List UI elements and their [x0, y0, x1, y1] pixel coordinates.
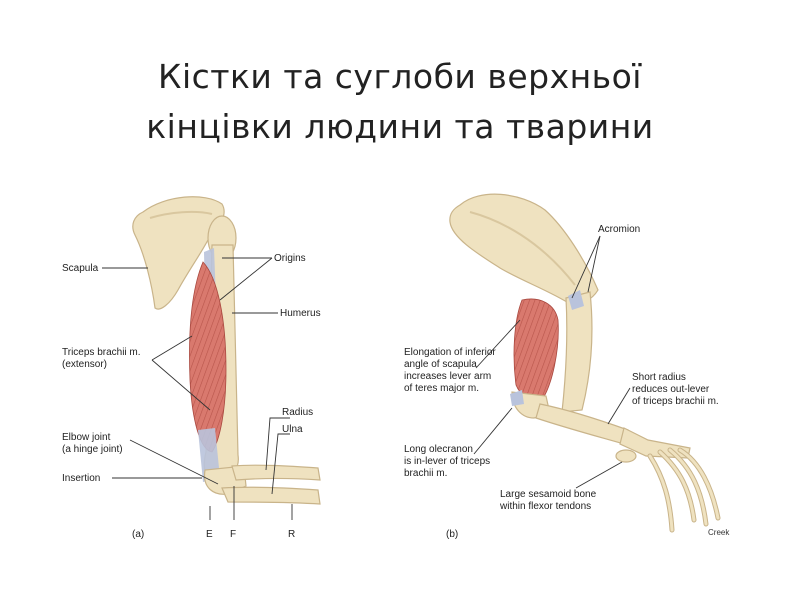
label-triceps-1: Triceps brachii m.	[62, 347, 141, 358]
label-insertion: Insertion	[62, 473, 100, 484]
label-elbow-2: (a hinge joint)	[62, 444, 123, 455]
label-short-radius-1: Short radius	[632, 372, 686, 383]
slide-title: Кістки та суглоби верхньої кінцівки люди…	[0, 52, 800, 152]
ulna-bone	[221, 486, 321, 505]
panel-a-tag: (a)	[132, 529, 144, 540]
label-elongation-2: angle of scapula	[404, 359, 477, 370]
label-e: E	[206, 529, 213, 540]
title-line-1: Кістки та суглоби верхньої	[158, 57, 642, 96]
animal-triceps-muscle	[513, 298, 559, 401]
title-line-2: кінцівки людини та тварини	[146, 107, 654, 146]
label-sesamoid-2: within flexor tendons	[499, 501, 591, 512]
label-scapula: Scapula	[62, 263, 99, 274]
scapula-bone	[132, 196, 225, 310]
label-short-radius-2: reduces out-lever	[632, 384, 710, 395]
label-elongation-4: of teres major m.	[404, 383, 479, 394]
panel-b-tag: (b)	[446, 529, 458, 540]
label-r: R	[288, 529, 295, 540]
label-origins: Origins	[274, 253, 306, 264]
label-elongation-1: Elongation of inferior	[404, 347, 496, 358]
label-ulna: Ulna	[282, 424, 303, 435]
panel-a: Scapula Origins Humerus Triceps brachii …	[62, 196, 321, 540]
label-olecranon-3: brachii m.	[404, 468, 447, 479]
label-humerus: Humerus	[280, 308, 321, 319]
label-sesamoid-1: Large sesamoid bone	[500, 489, 597, 500]
label-olecranon-2: is in-lever of triceps	[404, 456, 490, 467]
label-radius: Radius	[282, 407, 313, 418]
radius-bone	[231, 464, 321, 481]
sesamoid-bone	[615, 449, 637, 463]
label-acromion: Acromion	[598, 224, 640, 235]
digit-4	[647, 453, 675, 533]
label-elongation-3: increases lever arm	[404, 371, 491, 382]
label-olecranon-1: Long olecranon	[404, 444, 473, 455]
panel-b: Acromion Elongation of inferior angle of…	[404, 193, 730, 540]
label-short-radius-3: of triceps brachii m.	[632, 396, 719, 407]
label-elbow-1: Elbow joint	[62, 432, 111, 443]
label-triceps-2: (extensor)	[62, 359, 107, 370]
animal-scapula	[449, 193, 599, 305]
label-f: F	[230, 529, 236, 540]
credit-label: Creek	[708, 528, 730, 537]
animal-humerus	[561, 291, 593, 413]
